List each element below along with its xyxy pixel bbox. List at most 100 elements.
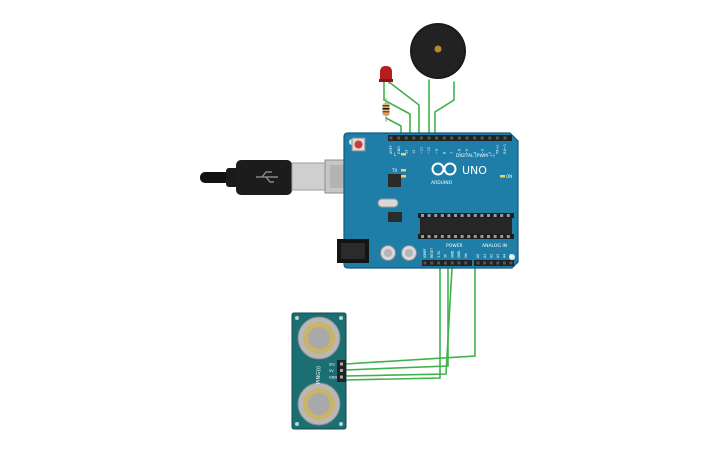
chip-pin: [473, 235, 477, 238]
header-pin[interactable]: [435, 136, 439, 140]
header-pin[interactable]: [464, 261, 468, 265]
power-pin-label: IOREF: [423, 248, 427, 258]
sensor-pin[interactable]: [340, 362, 343, 366]
wire-sensor-gnd2: [344, 267, 441, 381]
chip-pin: [421, 235, 424, 238]
power-pin-label: Vin: [464, 253, 468, 258]
usb-chip: [388, 174, 401, 187]
analog-pin-label: A1: [483, 254, 487, 258]
header-pin[interactable]: [404, 136, 408, 140]
header-pin[interactable]: [443, 261, 447, 265]
voltage-regulator: [388, 212, 402, 222]
header-pin[interactable]: [489, 261, 493, 265]
analog-pin-label: A3: [496, 254, 500, 258]
header-pin[interactable]: [430, 261, 434, 265]
digital-pin-label: 4: [473, 152, 477, 154]
header-pin[interactable]: [488, 136, 492, 140]
wire-sensor-gnd: [344, 267, 453, 377]
header-pin[interactable]: [419, 136, 423, 140]
power-pin-label: GND: [450, 250, 454, 258]
chip-pin: [454, 235, 457, 238]
header-pin[interactable]: [397, 136, 401, 140]
sensor-pin[interactable]: [340, 375, 343, 379]
crystal: [377, 198, 399, 208]
digital-pin-label: ~11: [420, 147, 424, 154]
chip-pin: [493, 214, 497, 217]
digital-pin-label: TX→1: [496, 145, 500, 155]
header-pin[interactable]: [450, 136, 454, 140]
digital-pin-label: RX←0: [503, 144, 507, 154]
wire-buzzer-b: [434, 81, 455, 139]
arduino-logo-icon: [431, 162, 457, 176]
header-pin[interactable]: [473, 136, 477, 140]
header-pin[interactable]: [457, 136, 461, 140]
analog-pin-label: A4: [503, 254, 507, 258]
header-pin[interactable]: [503, 136, 507, 140]
red-led[interactable]: [379, 66, 393, 84]
header-pin[interactable]: [412, 136, 416, 140]
chip-pin: [460, 214, 464, 217]
header-pin[interactable]: [476, 261, 480, 265]
header-pin[interactable]: [483, 261, 487, 265]
board-brand: ARDUINO: [431, 180, 453, 186]
analog-pin-label: A5: [509, 254, 513, 258]
header-pin[interactable]: [423, 261, 427, 265]
chip-pin: [506, 214, 510, 217]
header-pin[interactable]: [450, 261, 454, 265]
chip-pin: [454, 214, 457, 217]
digital-pin-label: 7: [450, 152, 454, 154]
header-pin[interactable]: [437, 261, 441, 265]
wire-led-anode: [388, 81, 420, 139]
analog-pin-label: A2: [489, 254, 493, 258]
chip-pin: [487, 235, 490, 238]
chip-pin: [480, 214, 484, 217]
digital-pin-label: ~9: [435, 149, 439, 154]
chip-pin: [460, 235, 464, 238]
header-pin[interactable]: [442, 136, 446, 140]
header-pin[interactable]: [389, 136, 393, 140]
header-pin[interactable]: [496, 261, 500, 265]
sensor-pin-label: SIG: [329, 363, 335, 367]
piezo-buzzer[interactable]: [410, 23, 466, 79]
board-model: UNO: [462, 164, 487, 177]
digital-pin-label: ~3: [480, 149, 484, 154]
transducer-top: [297, 316, 341, 360]
digital-pin-label: 2: [488, 152, 492, 154]
chip-pin: [467, 235, 471, 238]
header-pin[interactable]: [495, 136, 499, 140]
power-pin-label: GND: [457, 250, 461, 258]
wires: [344, 79, 476, 381]
chip-pin: [500, 214, 504, 217]
chip-pin: [434, 214, 438, 217]
digital-pin-label: GND: [397, 146, 401, 154]
chip-pin: [500, 235, 504, 238]
header-pin[interactable]: [427, 136, 431, 140]
header-pin[interactable]: [480, 136, 484, 140]
power-pin-label: RESET: [430, 248, 434, 258]
analog-header: [474, 260, 514, 266]
atmega-chip: [418, 213, 514, 239]
digital-header: [388, 135, 512, 141]
header-pin[interactable]: [457, 261, 461, 265]
header-pin[interactable]: [509, 261, 513, 265]
transducer-bottom: [297, 382, 341, 426]
label-tx: TX: [391, 168, 397, 173]
chip-pin: [493, 235, 497, 238]
resistor[interactable]: [382, 98, 390, 122]
analog-label: ANALOG IN: [482, 243, 507, 249]
chip-pin: [487, 214, 490, 217]
digital-pin-label: ~6: [458, 149, 462, 154]
sensor-pin[interactable]: [340, 369, 343, 372]
header-pin[interactable]: [502, 261, 506, 265]
header-pin[interactable]: [465, 136, 469, 140]
chip-pin: [506, 235, 510, 238]
digital-pin-label: ~10: [427, 147, 431, 154]
sensor-pin-label: GND: [329, 376, 337, 380]
chip-pin: [421, 214, 424, 217]
sensor-pin-label: 5V: [329, 369, 334, 373]
